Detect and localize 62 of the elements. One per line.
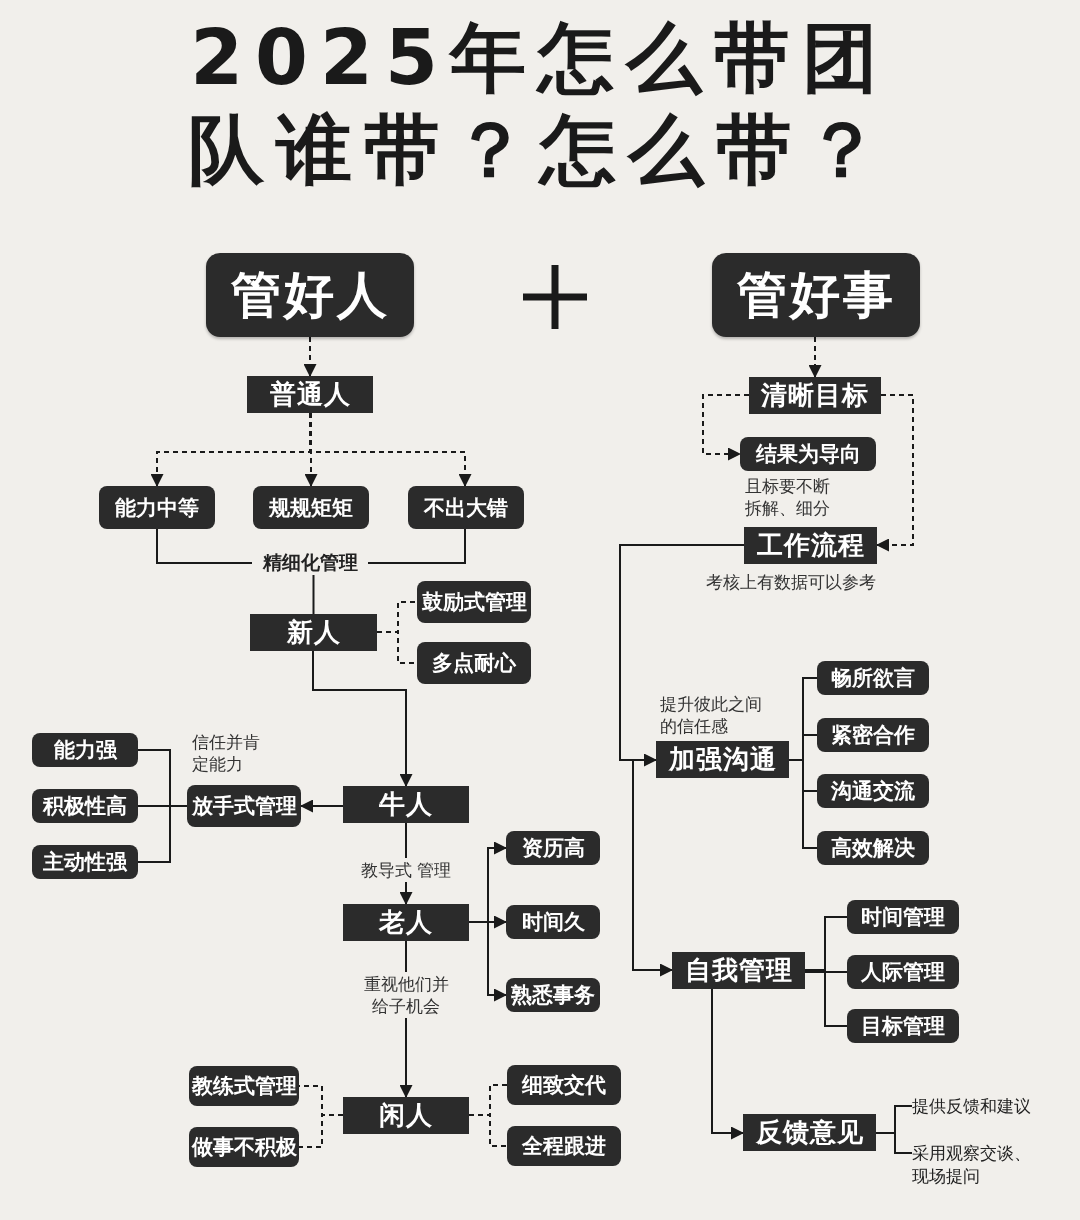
item-box: 细致交代 <box>507 1065 621 1105</box>
note-text: 采用观察交谈、现场提问 <box>912 1141 1040 1189</box>
arrow <box>468 921 507 1002</box>
connector-line <box>298 1114 344 1148</box>
stage-box: 加强沟通 <box>656 741 789 778</box>
item-box: 鼓励式管理 <box>417 581 531 623</box>
stage-box: 工作流程 <box>744 527 877 564</box>
annotation-text: 信任并肯定能力 <box>192 731 261 776</box>
item-box: 时间管理 <box>847 900 959 934</box>
stage-box: 反馈意见 <box>743 1114 876 1151</box>
stage-box: 老人 <box>343 904 469 941</box>
connector-line <box>804 971 848 973</box>
arrow <box>304 412 318 487</box>
annotation-text: 考核上有数据可以参考 <box>706 571 877 594</box>
stage-box: 闲人 <box>343 1097 469 1134</box>
connector-line <box>156 528 253 564</box>
stage-box: 自我管理 <box>672 952 805 989</box>
annotation-text: 且标要不断拆解、细分 <box>745 475 831 520</box>
item-box: 能力强 <box>32 733 138 767</box>
item-box: 人际管理 <box>847 955 959 989</box>
arrow <box>702 394 750 461</box>
arrow <box>309 412 472 487</box>
item-box: 教练式管理 <box>189 1066 299 1106</box>
connector-line <box>367 528 466 564</box>
item-box: 畅所欲言 <box>817 661 929 695</box>
item-box: 积极性高 <box>32 789 138 823</box>
stage-box: 普通人 <box>247 376 373 413</box>
item-box: 放手式管理 <box>187 785 301 827</box>
title: 2025年怎么带团队谁带？怎么带？ <box>187 12 893 196</box>
item-box: 时间久 <box>506 905 600 939</box>
item-box: 资历高 <box>506 831 600 865</box>
connector-line <box>468 1114 508 1147</box>
item-box: 多点耐心 <box>417 642 531 684</box>
annotation-text: 提升彼此之间的信任感 <box>660 693 763 738</box>
arrow <box>711 988 744 1140</box>
note-text: 提供反馈和建议 <box>912 1094 1052 1118</box>
stage-box: 新人 <box>250 614 377 651</box>
item-box: 能力中等 <box>99 486 215 529</box>
item-box: 主动性强 <box>32 845 138 879</box>
item-box: 全程跟进 <box>507 1126 621 1166</box>
edge-label: 教导式 管理 <box>359 858 454 883</box>
item-box: 目标管理 <box>847 1009 959 1043</box>
stage-box: 清晰目标 <box>749 377 881 414</box>
item-box: 规规矩矩 <box>253 486 369 529</box>
arrow <box>303 336 317 377</box>
item-box: 不出大错 <box>408 486 524 529</box>
item-box: 高效解决 <box>817 831 929 865</box>
stage-box: 牛人 <box>343 786 469 823</box>
category-box: 管好人 <box>206 253 414 337</box>
arrow <box>876 394 914 552</box>
connector-line <box>312 574 315 615</box>
item-box: 结果为导向 <box>740 437 876 471</box>
connector-line <box>875 1132 913 1154</box>
item-box: 做事不积极 <box>189 1127 299 1167</box>
item-box: 沟通交流 <box>817 774 929 808</box>
item-box: 熟悉事务 <box>506 978 600 1012</box>
category-box: 管好事 <box>712 253 920 337</box>
arrow <box>808 336 822 378</box>
arrow <box>312 650 413 787</box>
arrow <box>300 799 344 813</box>
item-box: 紧密合作 <box>817 718 929 752</box>
connector-line <box>137 805 188 863</box>
